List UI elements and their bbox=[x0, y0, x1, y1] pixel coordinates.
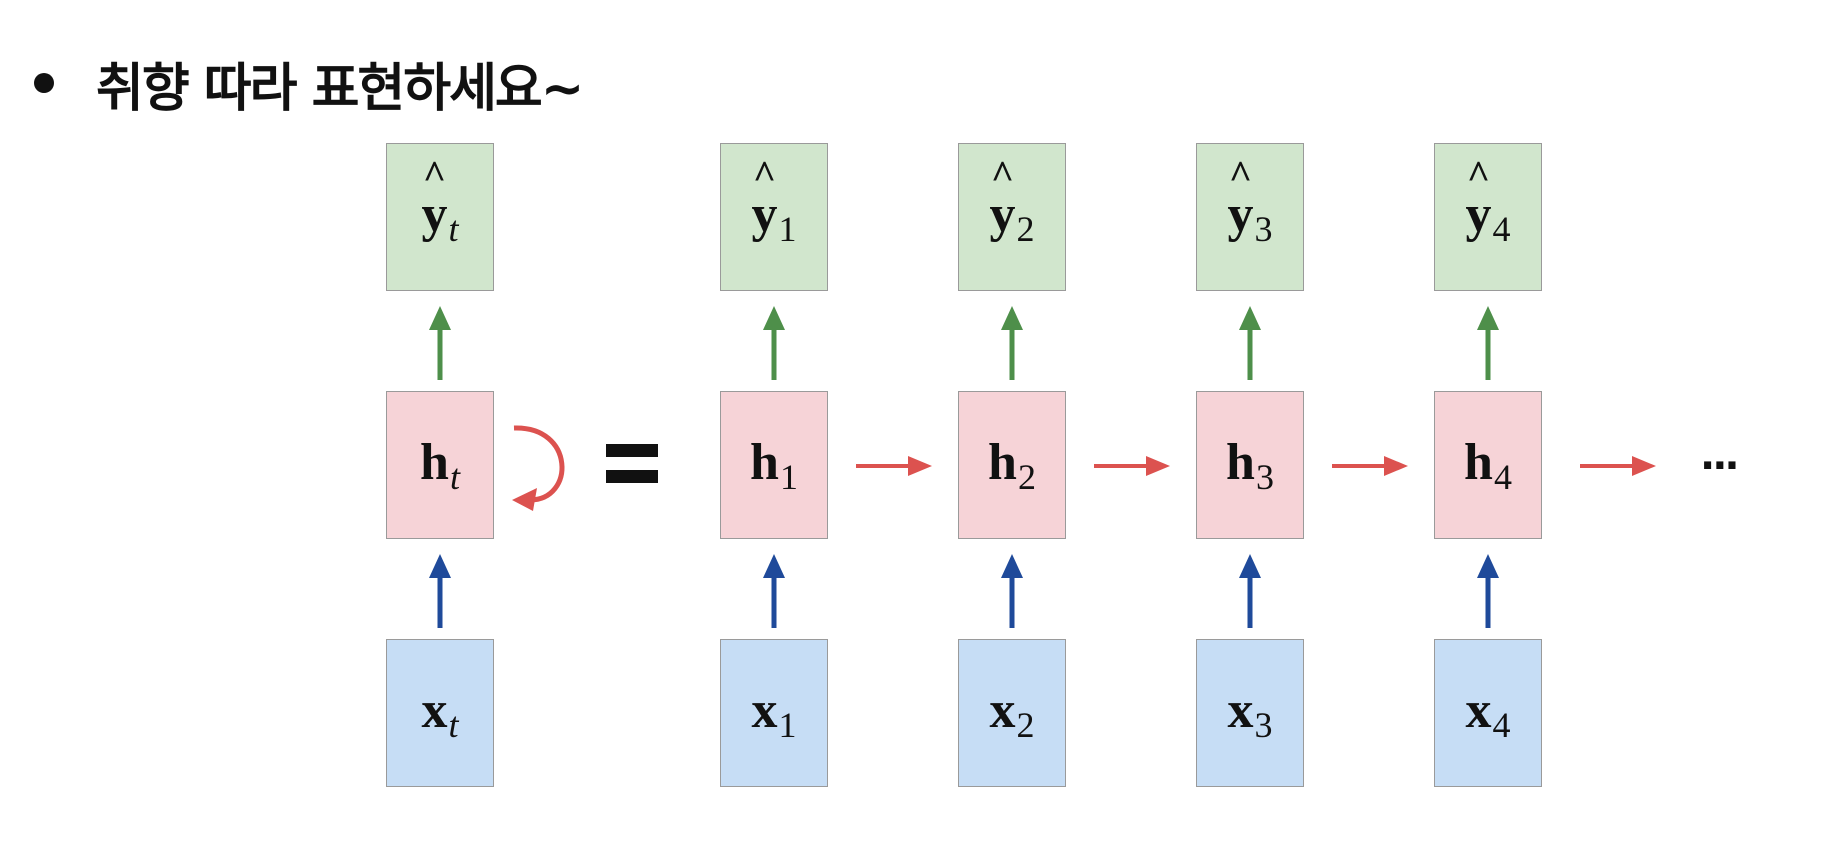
hidden-node-1: h1 bbox=[720, 391, 828, 539]
output-node-1: ^y1 bbox=[720, 143, 828, 291]
input-node-3: x3 bbox=[1196, 639, 1304, 787]
output-arrow-2 bbox=[1001, 306, 1023, 380]
hat-accent: ^ bbox=[990, 151, 1015, 197]
input-arrow-4 bbox=[1477, 554, 1499, 628]
input-node-1: x1 bbox=[720, 639, 828, 787]
hidden-node-3: h3 bbox=[1196, 391, 1304, 539]
equals-sign bbox=[606, 444, 658, 488]
rolled-input-node: xt bbox=[386, 639, 494, 787]
continuation-ellipsis: ··· bbox=[1700, 443, 1740, 489]
recurrent-arrow-1-2 bbox=[856, 456, 932, 476]
input-arrow-3 bbox=[1239, 554, 1261, 628]
hat-accent: ^ bbox=[1466, 151, 1491, 197]
recurrent-arrow-4-next bbox=[1580, 456, 1656, 476]
recurrent-arrow-3-4 bbox=[1332, 456, 1408, 476]
output-node-4: ^y4 bbox=[1434, 143, 1542, 291]
hat-accent: ^ bbox=[422, 151, 447, 197]
recurrent-arrow-2-3 bbox=[1094, 456, 1170, 476]
bullet-text: 취향 따라 표현하세요~ bbox=[96, 58, 584, 119]
rolled-hidden-node: ht bbox=[386, 391, 494, 539]
output-arrow-4 bbox=[1477, 306, 1499, 380]
bullet-dot bbox=[34, 73, 54, 93]
output-arrow-1 bbox=[763, 306, 785, 380]
input-arrow-2 bbox=[1001, 554, 1023, 628]
hat-accent: ^ bbox=[1228, 151, 1253, 197]
input-arrow-1 bbox=[763, 554, 785, 628]
rolled-input-arrow bbox=[429, 554, 451, 628]
output-node-2: ^y2 bbox=[958, 143, 1066, 291]
input-node-4: x4 bbox=[1434, 639, 1542, 787]
bullet-item: 취향 따라 표현하세요~ bbox=[34, 38, 584, 128]
recurrent-loop-arrow bbox=[512, 425, 565, 511]
input-node-2: x2 bbox=[958, 639, 1066, 787]
rolled-output-arrow bbox=[429, 306, 451, 380]
hidden-node-4: h4 bbox=[1434, 391, 1542, 539]
output-arrow-3 bbox=[1239, 306, 1261, 380]
output-node-3: ^y3 bbox=[1196, 143, 1304, 291]
rolled-output-node: ^yt bbox=[386, 143, 494, 291]
hidden-node-2: h2 bbox=[958, 391, 1066, 539]
hat-accent: ^ bbox=[752, 151, 777, 197]
equals-bar-top bbox=[606, 444, 658, 457]
equals-bar-bottom bbox=[606, 470, 658, 483]
